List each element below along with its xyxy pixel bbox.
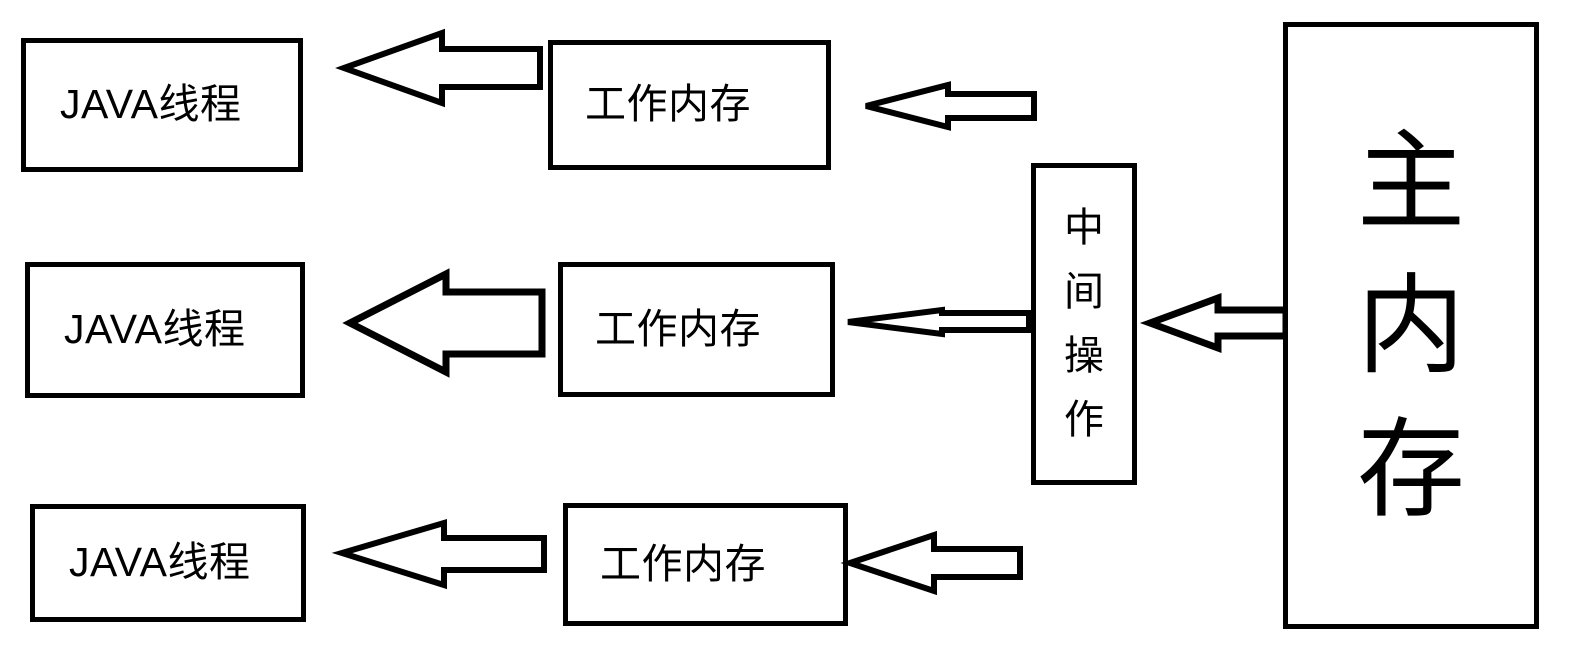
working-memory-label-3: 工作内存 <box>600 540 766 587</box>
arrow-middle-operation-to-working-memory-2 <box>846 302 1032 340</box>
arrow-working-memory-to-thread-2 <box>342 268 546 378</box>
main-memory-box: 主 内 存 <box>1283 22 1539 629</box>
middle-operation-char-3: 操 <box>1064 334 1104 378</box>
arrow-working-memory-to-thread-1 <box>335 22 543 114</box>
middle-operation-char-1: 中 <box>1064 206 1104 250</box>
arrow-main-memory-to-middle-operation <box>1139 292 1290 354</box>
main-memory-char-2: 内 <box>1356 264 1465 386</box>
arrow-middle-operation-to-working-memory-1 <box>864 79 1037 133</box>
middle-operation-box: 中 间 操 作 <box>1031 163 1137 485</box>
middle-operation-char-4: 作 <box>1064 398 1104 442</box>
java-thread-box-1: JAVA线程 <box>21 38 303 172</box>
middle-operation-label: 中 间 操 作 <box>1064 196 1104 452</box>
main-memory-label: 主 内 存 <box>1357 110 1465 542</box>
working-memory-label-2: 工作内存 <box>595 305 761 352</box>
main-memory-char-1: 主 <box>1356 120 1465 242</box>
working-memory-box-3: 工作内存 <box>563 503 848 626</box>
working-memory-box-2: 工作内存 <box>558 262 835 397</box>
java-thread-box-3: JAVA线程 <box>30 504 306 622</box>
middle-operation-char-2: 间 <box>1064 270 1104 314</box>
arrow-working-memory-to-thread-3 <box>331 514 547 592</box>
working-memory-box-1: 工作内存 <box>548 40 831 170</box>
java-thread-label-1: JAVA线程 <box>60 81 242 128</box>
java-thread-label-3: JAVA线程 <box>69 539 251 586</box>
java-thread-box-2: JAVA线程 <box>25 262 305 398</box>
working-memory-label-1: 工作内存 <box>585 81 751 128</box>
main-memory-char-3: 存 <box>1356 408 1465 530</box>
arrow-middle-operation-to-working-memory-3 <box>840 527 1024 597</box>
java-thread-label-2: JAVA线程 <box>64 306 246 353</box>
